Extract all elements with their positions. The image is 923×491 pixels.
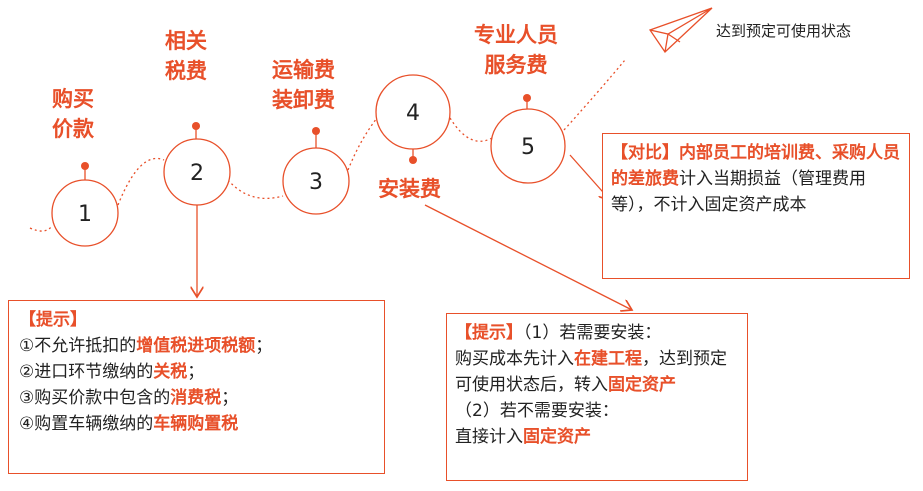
install-box: 【提示】（1）若需要安装： 购买成本先计入在建工程，达到预定可使用状态后，转入固… — [446, 313, 748, 481]
compare-text: 计入当期损益（管理费用等），不计入固定资产成本 — [611, 169, 866, 215]
step-number: 1 — [78, 202, 92, 227]
install-line: 直接计入固定资产 — [455, 427, 591, 447]
arrow — [424, 204, 632, 310]
step-label-1: 购买价款 — [52, 86, 94, 141]
dotted-path — [29, 59, 626, 232]
step-number: 2 — [190, 161, 204, 186]
tips-box: 【提示】 ①不允许抵扣的增值税进项税额； ②进口环节缴纳的关税； ③购买价款中包… — [8, 300, 385, 474]
step-label-5: 专业人员服务费 — [474, 22, 558, 77]
step-number: 3 — [309, 170, 323, 195]
step-number: 4 — [406, 101, 420, 126]
compare-highlight: 【对比】内部员工的培训费、采购人员的差旅费 — [611, 143, 900, 189]
step-number: 5 — [521, 135, 535, 160]
paper-plane-icon — [648, 7, 713, 53]
install-line: （2）若不需要安装： — [455, 401, 619, 421]
step-label-3: 运输费装卸费 — [272, 57, 335, 112]
step-circle-5 — [490, 108, 566, 184]
goal-text: 达到预定可使用状态 — [716, 22, 852, 40]
pin-dots — [81, 94, 531, 170]
tip-item: ④购置车辆缴纳的车辆购置税 — [19, 414, 239, 434]
tip-item: ②进口环节缴纳的关税； — [19, 362, 205, 382]
tip-item: ①不允许抵扣的增值税进项税额； — [19, 336, 273, 356]
tip-item: ③购买价款中包含的消费税； — [19, 388, 239, 408]
compare-box: 【对比】内部员工的培训费、采购人员的差旅费计入当期损益（管理费用等），不计入固定… — [602, 133, 910, 279]
tips-title: 【提示】 — [19, 310, 87, 330]
install-line: 【提示】（1）若需要安装： — [455, 323, 662, 343]
step-label-2: 相关税费 — [165, 28, 207, 83]
step-label-4: 安装费 — [378, 176, 441, 201]
install-line: 购买成本先计入在建工程，达到预定可使用状态后，转入固定资产 — [455, 349, 727, 395]
